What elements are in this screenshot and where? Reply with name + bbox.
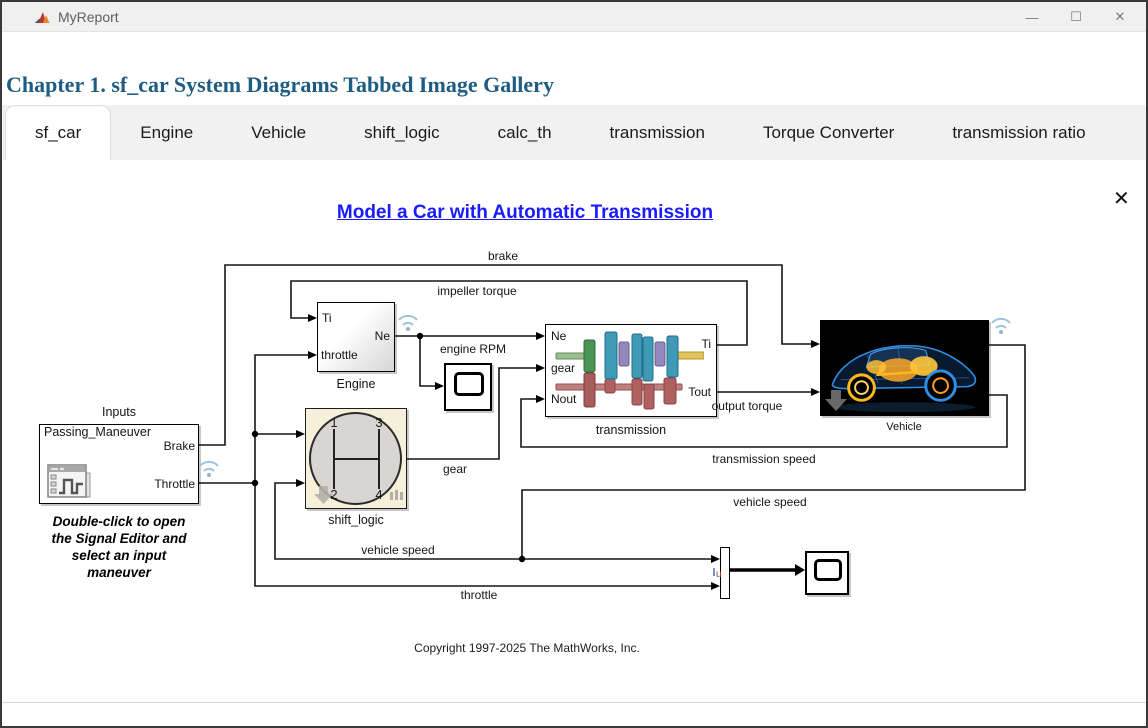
signal-label-vehicle-speed-left: vehicle speed [361,543,435,557]
tab-shift-logic[interactable]: shift_logic [364,122,440,142]
inputs-port-throttle: Throttle [154,477,195,491]
inputs-port-brake: Brake [163,439,195,453]
signal-label-transmission-speed: transmission speed [712,452,816,466]
transmission-port-ne: Ne [551,329,567,343]
close-button[interactable]: ✕ [1114,9,1126,24]
title-bar: MyReport — ☐ ✕ [2,2,1146,32]
diagram-title-link[interactable]: Model a Car with Automatic Transmission [336,202,714,223]
tab-transmission[interactable]: transmission [609,122,705,142]
diagram-title-link-wrap: Model a Car with Automatic Transmission [225,202,825,224]
engine-port-throttle: throttle [321,348,358,362]
inputs-caption: Double-click to open the Signal Editor a… [34,513,204,581]
caption-line: the Signal Editor and [51,531,187,546]
engine-port-ti: Ti [322,311,332,325]
page-title: Chapter 1. sf_car System Diagrams Tabbed… [6,72,554,97]
signal-label-gear: gear [442,462,468,476]
signal-label-impeller-torque: impeller torque [437,284,517,298]
vehicle-scope-block [805,551,849,595]
tab-vehicle[interactable]: Vehicle [251,122,307,142]
inputs-source-label: Passing_Maneuver [44,425,152,439]
tab-sf-car[interactable]: sf_car [5,105,112,160]
minimize-button[interactable]: — [1025,9,1039,25]
transmission-port-tout: Tout [688,385,711,399]
maximize-button[interactable]: ☐ [1070,9,1082,24]
tab-transmission-ratio[interactable]: transmission ratio [952,122,1086,142]
signal-label-throttle: throttle [460,588,498,602]
gear-number-2: 2 [330,487,338,502]
gear-number-1: 1 [330,415,338,430]
scope-screen [454,372,484,396]
caption-line: Double-click to open [52,514,186,529]
gear-number-4: 4 [375,487,383,502]
window-title: MyReport [58,9,119,25]
gear-shifter-graphic [309,412,402,505]
transmission-block-name: transmission [595,423,667,437]
signal-label-engine-rpm: engine RPM [439,342,507,356]
signal-editor-icon [47,464,91,498]
tab-bar: sf_car Engine Vehicle shift_logic calc_t… [2,105,1146,160]
inputs-block-name: Inputs [101,405,137,419]
mux-block [720,547,730,599]
scope-screen [814,559,842,581]
vehicle-block-name: Vehicle [886,421,922,433]
signal-label-brake: brake [487,249,519,263]
tab-calc-th[interactable]: calc_th [497,122,552,142]
tab-torque-converter[interactable]: Torque Converter [762,122,895,142]
caption-line: select an input [71,548,167,563]
matlab-logo-icon [35,12,50,23]
caption-line: maneuver [87,565,151,580]
engine-block-name: Engine [336,377,376,391]
signal-label-output-torque: output torque [711,399,783,413]
vehicle-car-image [821,321,988,415]
vehicle-block [820,320,989,416]
transmission-port-ti: Ti [701,337,711,351]
shift-logic-block-name: shift_logic [328,513,384,527]
transmission-port-nout: Nout [551,392,577,406]
inputs-block [39,424,199,504]
transmission-port-gear: gear [551,361,576,375]
gallery-close-icon[interactable]: ✕ [1113,188,1130,210]
gear-number-3: 3 [375,415,383,430]
tab-engine[interactable]: Engine [140,122,194,142]
engine-port-ne: Ne [374,329,390,343]
copyright-text: Copyright 1997-2025 The MathWorks, Inc. [414,641,640,655]
engine-rpm-scope-block [444,363,492,411]
signal-label-vehicle-speed-right: vehicle speed [733,495,807,509]
panel-bottom-divider [2,702,1146,703]
